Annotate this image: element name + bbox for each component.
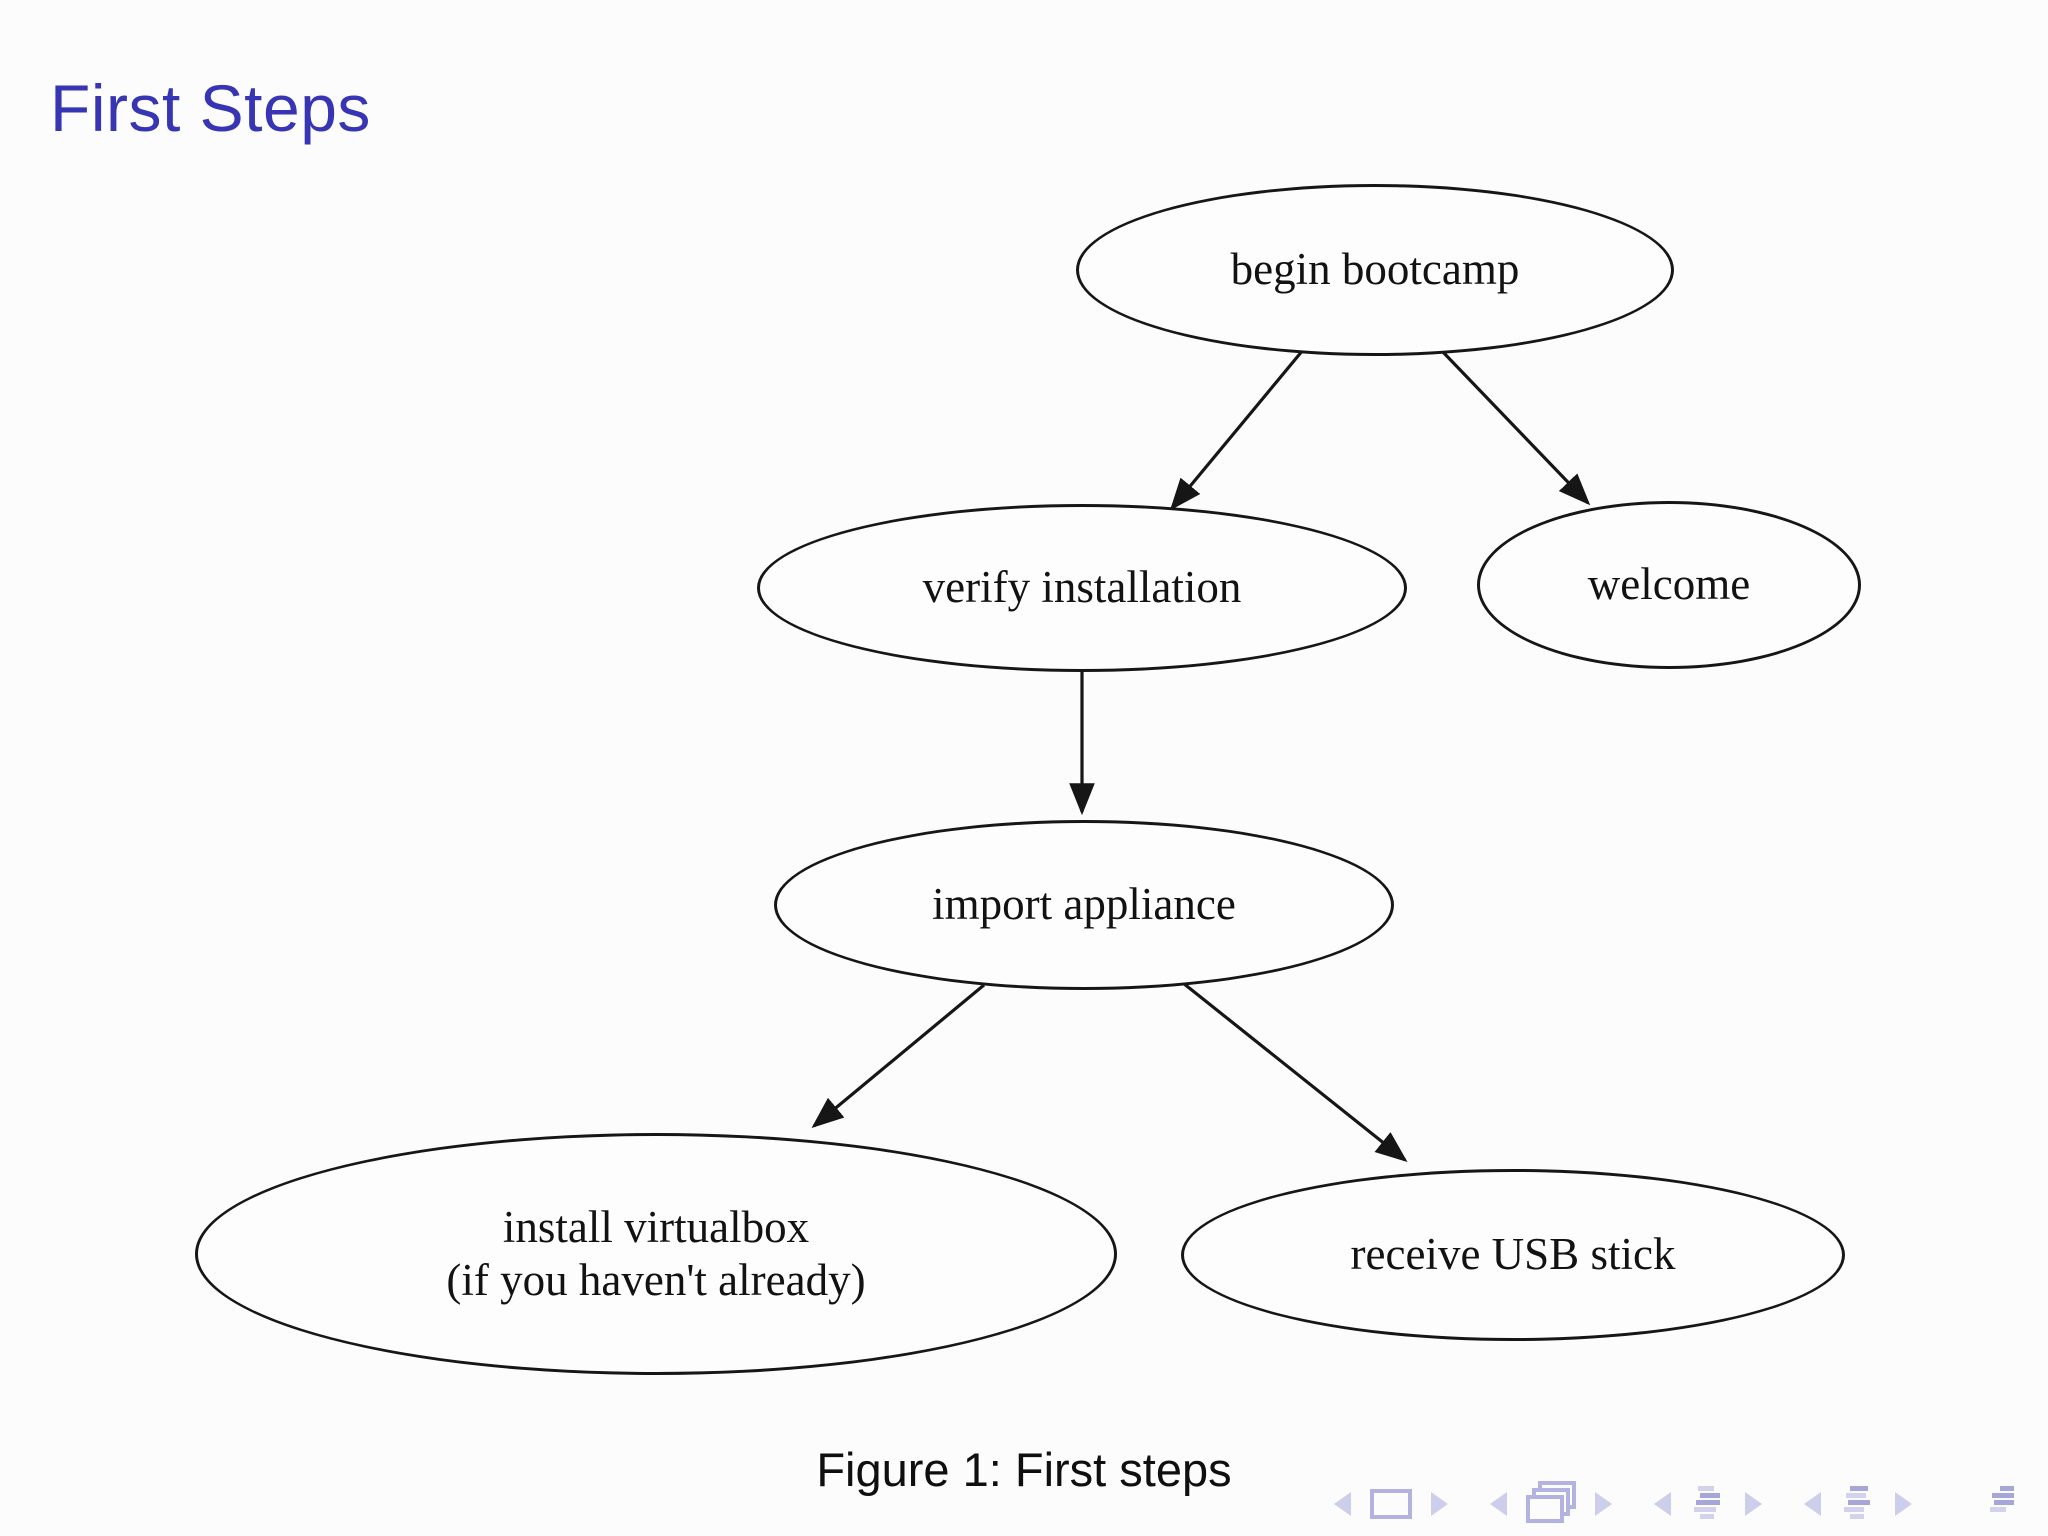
nav-subsection-icon[interactable] [1838, 1484, 1878, 1524]
nav-prev-frame-icon[interactable] [1488, 1491, 1508, 1517]
figure-caption: Figure 1: First steps [816, 1443, 1232, 1496]
nav-prev-slide-icon[interactable] [1332, 1491, 1352, 1517]
node-label: begin bootcamp [1230, 244, 1520, 295]
node-label: receive USB stick [1350, 1229, 1676, 1280]
node-import-appliance: import appliance [774, 820, 1394, 990]
edge-begin-to-verify [1169, 348, 1305, 511]
node-label: verify installation [922, 562, 1242, 613]
node-begin-bootcamp: begin bootcamp [1076, 184, 1674, 356]
edge-import-to-usb [1182, 981, 1408, 1162]
nav-group-frame [1488, 1481, 1614, 1527]
nav-slide-icon[interactable] [1368, 1486, 1414, 1522]
node-verify-installation: verify installation [757, 504, 1407, 672]
beamer-navigation-bar [1332, 1480, 2034, 1528]
node-label: welcome [1587, 559, 1751, 610]
nav-next-section-icon[interactable] [1744, 1491, 1764, 1517]
nav-frames-icon[interactable] [1524, 1481, 1578, 1527]
nav-group-subsection [1802, 1484, 1914, 1524]
page-title: First Steps [50, 71, 371, 146]
node-receive-usb-stick: receive USB stick [1181, 1169, 1845, 1341]
nav-next-slide-icon[interactable] [1430, 1491, 1450, 1517]
nav-prev-subsection-icon[interactable] [1802, 1491, 1822, 1517]
node-welcome: welcome [1477, 501, 1861, 669]
nav-group-slide [1332, 1486, 1450, 1522]
node-label: import appliance [932, 879, 1236, 930]
nav-prev-section-icon[interactable] [1652, 1491, 1672, 1517]
nav-group-section [1652, 1484, 1764, 1524]
nav-next-frame-icon[interactable] [1594, 1491, 1614, 1517]
nav-group-appendix [1984, 1484, 2024, 1524]
nav-section-icon[interactable] [1688, 1484, 1728, 1524]
edge-begin-to-welcome [1439, 348, 1591, 506]
edge-import-to-install [811, 983, 986, 1129]
node-label: install virtualbox (if you haven't alrea… [446, 1201, 866, 1305]
nav-appendix-icon[interactable] [1984, 1484, 2024, 1524]
nav-next-subsection-icon[interactable] [1894, 1491, 1914, 1517]
node-install-virtualbox: install virtualbox (if you haven't alrea… [195, 1133, 1117, 1375]
